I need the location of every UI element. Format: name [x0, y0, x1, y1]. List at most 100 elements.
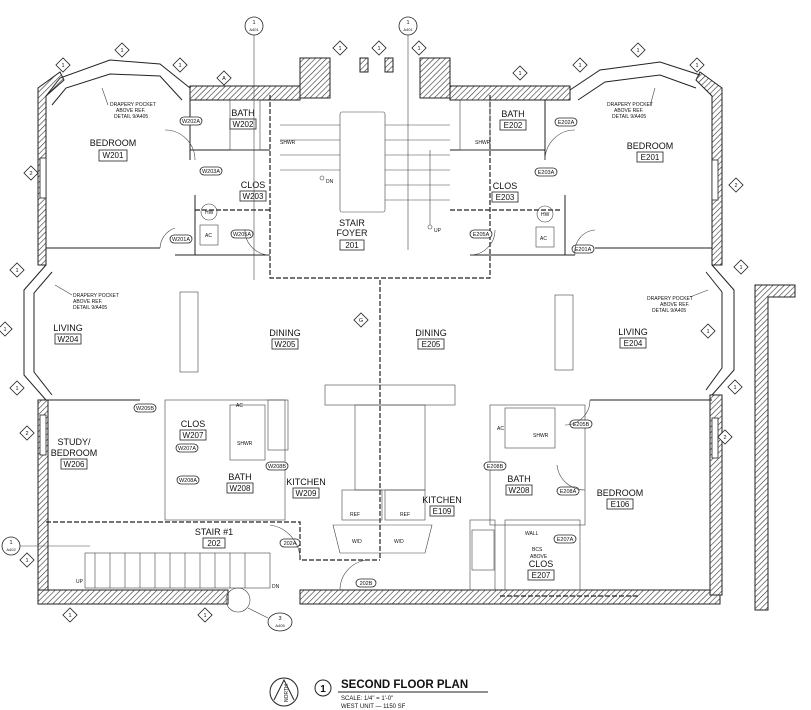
window-tag-1: 1: [371, 40, 387, 56]
door-swings: [159, 129, 596, 591]
svg-text:A405: A405: [275, 623, 285, 628]
section-marks[interactable]: 1 A401 1 A401 1 A402 3 A405: [1, 16, 418, 632]
svg-text:W205A: W205A: [233, 232, 251, 238]
dn-label: DN: [326, 179, 334, 185]
window-tag-2: 2: [717, 429, 733, 445]
svg-text:G: G: [359, 318, 363, 324]
svg-text:1: 1: [636, 48, 639, 54]
room-name: STAIR: [339, 218, 365, 228]
room-number: E202: [504, 121, 523, 130]
room-name: CLOS: [529, 559, 554, 569]
ac-label-w: AC: [205, 233, 212, 239]
room-number: W204: [58, 335, 79, 344]
room-name: BATH: [507, 474, 530, 484]
interior-walls: [46, 95, 712, 597]
drapery-note-e: DRAPERY POCKET ABOVE REF. DETAIL 9/A405: [647, 289, 709, 314]
window-tag-2: 2: [19, 425, 35, 441]
svg-text:E207A: E207A: [557, 537, 574, 543]
svg-text:DRAPERY POCKET: DRAPERY POCKET: [647, 296, 693, 302]
svg-text:1: 1: [61, 63, 64, 69]
room-name: CLOS: [181, 419, 206, 429]
window-tag-1: 1: [62, 607, 78, 623]
room-number: E205: [422, 340, 441, 349]
room-name: STUDY/: [57, 437, 91, 447]
room-number: W209: [296, 489, 317, 498]
north-arrow-icon: [269, 677, 299, 707]
window-tag-1: 1: [172, 57, 188, 73]
room-name: BEDROOM: [90, 138, 137, 148]
window-tag-1: 1: [411, 40, 427, 56]
room-name: LIVING: [618, 327, 648, 337]
svg-text:202B: 202B: [360, 581, 373, 587]
stair-foyer-stairs: DN UP: [280, 111, 450, 234]
wd-label-west: W/D: [352, 539, 362, 545]
room-labels: BEDROOM W201 BATH W202 CLOS W203 STAIR F…: [51, 108, 674, 581]
room-name: BATH: [231, 108, 254, 118]
door-tag: 202B: [355, 578, 377, 588]
unit-area: WEST UNIT — 1150 SF: [341, 704, 406, 710]
svg-text:1: 1: [733, 385, 736, 391]
svg-text:E205B: E205B: [573, 422, 590, 428]
bay-windows: [23, 59, 735, 459]
ac-label-e2: AC: [497, 426, 504, 432]
drapery-note-w: DRAPERY POCKET ABOVE REF. DETAIL 9/A405: [54, 284, 119, 311]
svg-text:ABOVE REF.: ABOVE REF.: [116, 108, 145, 114]
room-number: W205: [275, 340, 296, 349]
door-tag: W202A: [179, 116, 203, 126]
svg-text:1: 1: [320, 684, 326, 695]
svg-text:W203A: W203A: [202, 169, 220, 175]
room-name: BEDROOM: [597, 488, 644, 498]
door-tag: E201A: [571, 244, 595, 254]
door-tag: W203A: [199, 166, 223, 176]
door-tag: W205A: [230, 229, 254, 239]
hw-label-w: HW: [205, 210, 214, 216]
window-tag-1: 1: [727, 379, 743, 395]
room-name: BEDROOM: [51, 448, 98, 458]
window-tag-1: 1: [197, 607, 213, 623]
svg-text:2: 2: [25, 431, 28, 437]
window-tag-2: 2: [728, 177, 744, 193]
drapery-note-ne: DRAPERY POCKET ABOVE REF. DETAIL 9/A405: [607, 87, 656, 120]
svg-text:E205A: E205A: [473, 232, 490, 238]
room-name: BEDROOM: [627, 141, 674, 151]
svg-text:A: A: [222, 76, 226, 82]
svg-text:1: 1: [338, 46, 341, 52]
room-name: DINING: [415, 328, 447, 338]
window-tag-2: 2: [23, 165, 39, 181]
room-name: STAIR #1: [195, 527, 233, 537]
svg-text:DRAPERY POCKET: DRAPERY POCKET: [607, 102, 653, 108]
svg-text:DETAIL 9/A405: DETAIL 9/A405: [73, 305, 107, 311]
svg-text:E201A: E201A: [575, 247, 592, 253]
room-number: W202: [233, 120, 254, 129]
room-number: 202: [207, 539, 221, 548]
door-tag: E208B: [483, 461, 507, 471]
window-tag-1: 1: [9, 262, 25, 278]
room-number: E207: [532, 571, 551, 580]
room-number: 201: [345, 241, 359, 250]
window-tag-1: 1: [700, 323, 716, 339]
room-number: E201: [641, 153, 660, 162]
svg-text:202A: 202A: [284, 541, 297, 547]
room-number: W208: [509, 486, 530, 495]
svg-text:A401: A401: [403, 27, 413, 32]
ref-label-west: REF: [350, 512, 360, 518]
svg-text:W208B: W208B: [268, 464, 286, 470]
svg-text:E203A: E203A: [538, 170, 555, 176]
room-name: BATH: [228, 472, 251, 482]
room-name: DINING: [269, 328, 301, 338]
svg-text:2: 2: [734, 183, 737, 189]
drawing-title: NORTH 1 SECOND FLOOR PLAN SCALE: 1/4" = …: [269, 677, 488, 710]
svg-text:1: 1: [377, 46, 380, 52]
svg-text:1: 1: [178, 63, 181, 69]
door-tag: W208B: [265, 461, 289, 471]
door-tag: W205B: [133, 403, 157, 413]
room-name: CLOS: [493, 181, 518, 191]
drawing-number-bubble: [314, 679, 332, 697]
window-tag-1: 1: [512, 65, 528, 81]
kitchen-fixtures: REF REF W/D W/D: [179, 291, 574, 571]
svg-text:E202A: E202A: [558, 120, 575, 126]
wd-label-east: W/D: [394, 539, 404, 545]
window-tag-1: 1: [733, 259, 749, 275]
window-tag-1: 1: [55, 57, 71, 73]
